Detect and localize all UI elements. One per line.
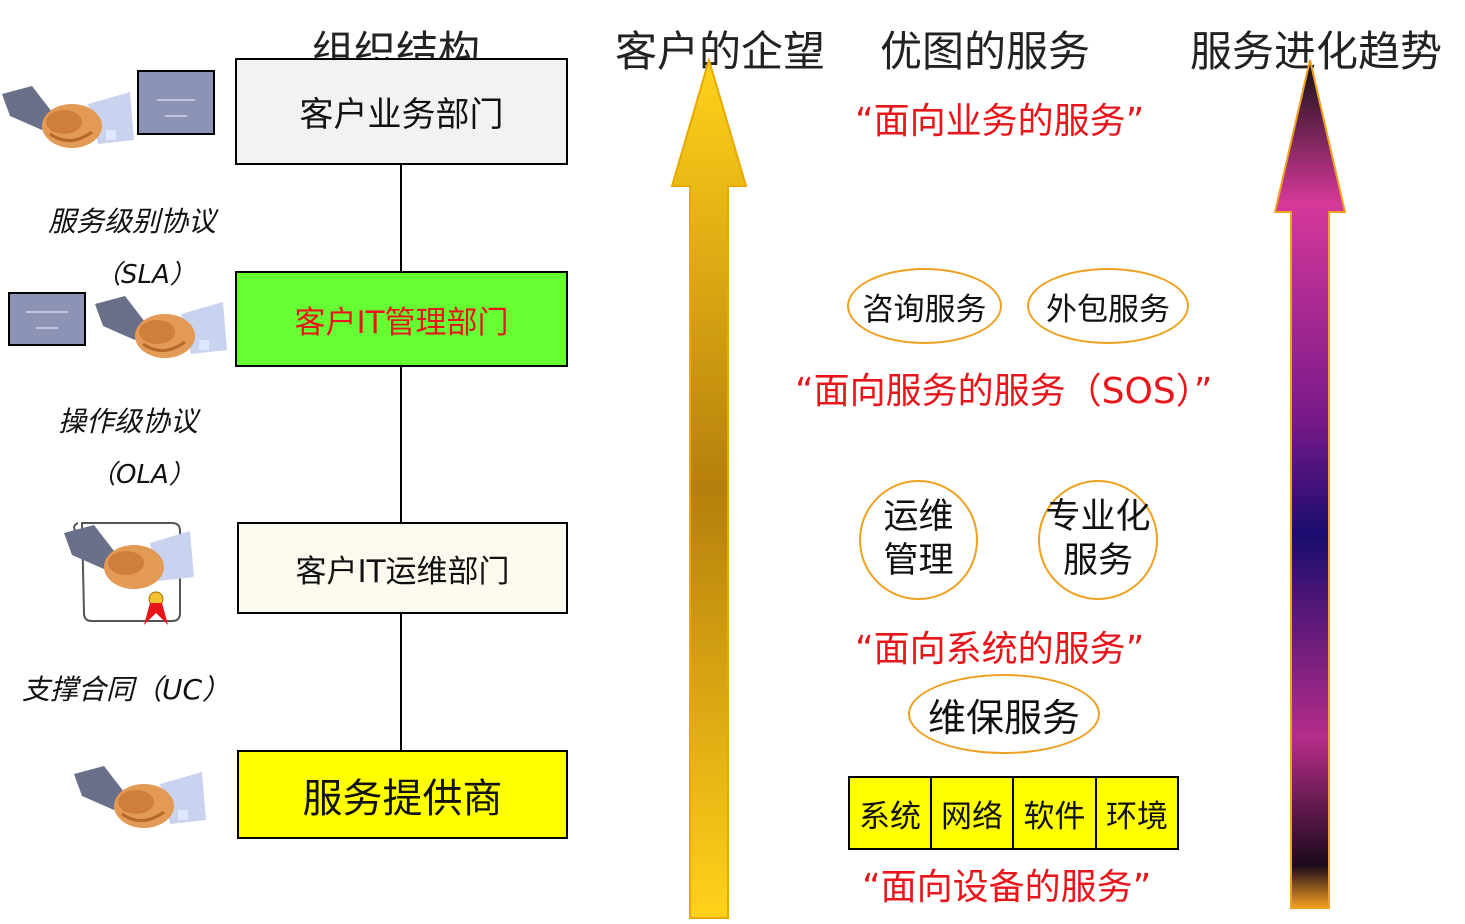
business-dept-box: 客户业务部门 <box>235 58 568 165</box>
professional-service-line1: 专业化 <box>1045 497 1151 538</box>
it-operations-box: 客户IT运维部门 <box>237 522 568 614</box>
header-service: 优图的服务 <box>880 27 1091 76</box>
sla-label: 服务级别协议 <box>48 205 217 238</box>
ola-label: 操作级协议 <box>58 405 199 438</box>
sos-service-label: “面向服务的服务（SOS）” <box>795 371 1213 412</box>
connector-line <box>400 613 402 752</box>
professional-service-bubble: 专业化 服务 <box>1038 480 1158 600</box>
device-service-label: “面向设备的服务” <box>862 867 1152 908</box>
service-provider-box: 服务提供商 <box>237 750 568 839</box>
handshake-icon <box>95 296 227 358</box>
certificate-icon <box>64 522 194 625</box>
handshake-icon <box>74 766 206 828</box>
ola-abbr: （OLA） <box>90 460 195 490</box>
service-trend-arrow <box>1273 59 1347 909</box>
connector-line <box>400 164 402 272</box>
ops-management-line2: 管理 <box>883 541 954 581</box>
connector-line <box>400 366 402 524</box>
sla-abbr: （SLA） <box>95 260 196 290</box>
ops-management-line1: 运维 <box>883 497 954 538</box>
maintenance-service-bubble: 维保服务 <box>908 674 1100 754</box>
handshake-icon <box>2 86 134 148</box>
customer-expectation-arrow <box>670 58 748 919</box>
document-icon <box>8 292 86 346</box>
outsourcing-service-bubble: 外包服务 <box>1027 268 1189 344</box>
uc-label: 支撑合同（UC） <box>22 673 231 706</box>
ops-management-bubble: 运维 管理 <box>859 480 978 600</box>
professional-service-line2: 服务 <box>1062 541 1133 581</box>
document-icon <box>137 70 215 135</box>
device-cell-environment: 环境 <box>1106 798 1168 835</box>
device-cell-software: 软件 <box>1014 778 1097 848</box>
consulting-service-bubble: 咨询服务 <box>847 268 1002 344</box>
it-management-box: 客户IT管理部门 <box>235 271 568 367</box>
device-cell-network: 网络 <box>932 778 1014 848</box>
header-customer-expectation: 客户的企望 <box>615 27 826 76</box>
business-service-label: “面向业务的服务” <box>855 101 1145 142</box>
device-row: 系统 网络 软件 环境 <box>848 776 1179 850</box>
system-service-label: “面向系统的服务” <box>855 629 1145 670</box>
device-cell-system: 系统 <box>850 778 932 848</box>
header-service-trend: 服务进化趋势 <box>1190 27 1443 76</box>
